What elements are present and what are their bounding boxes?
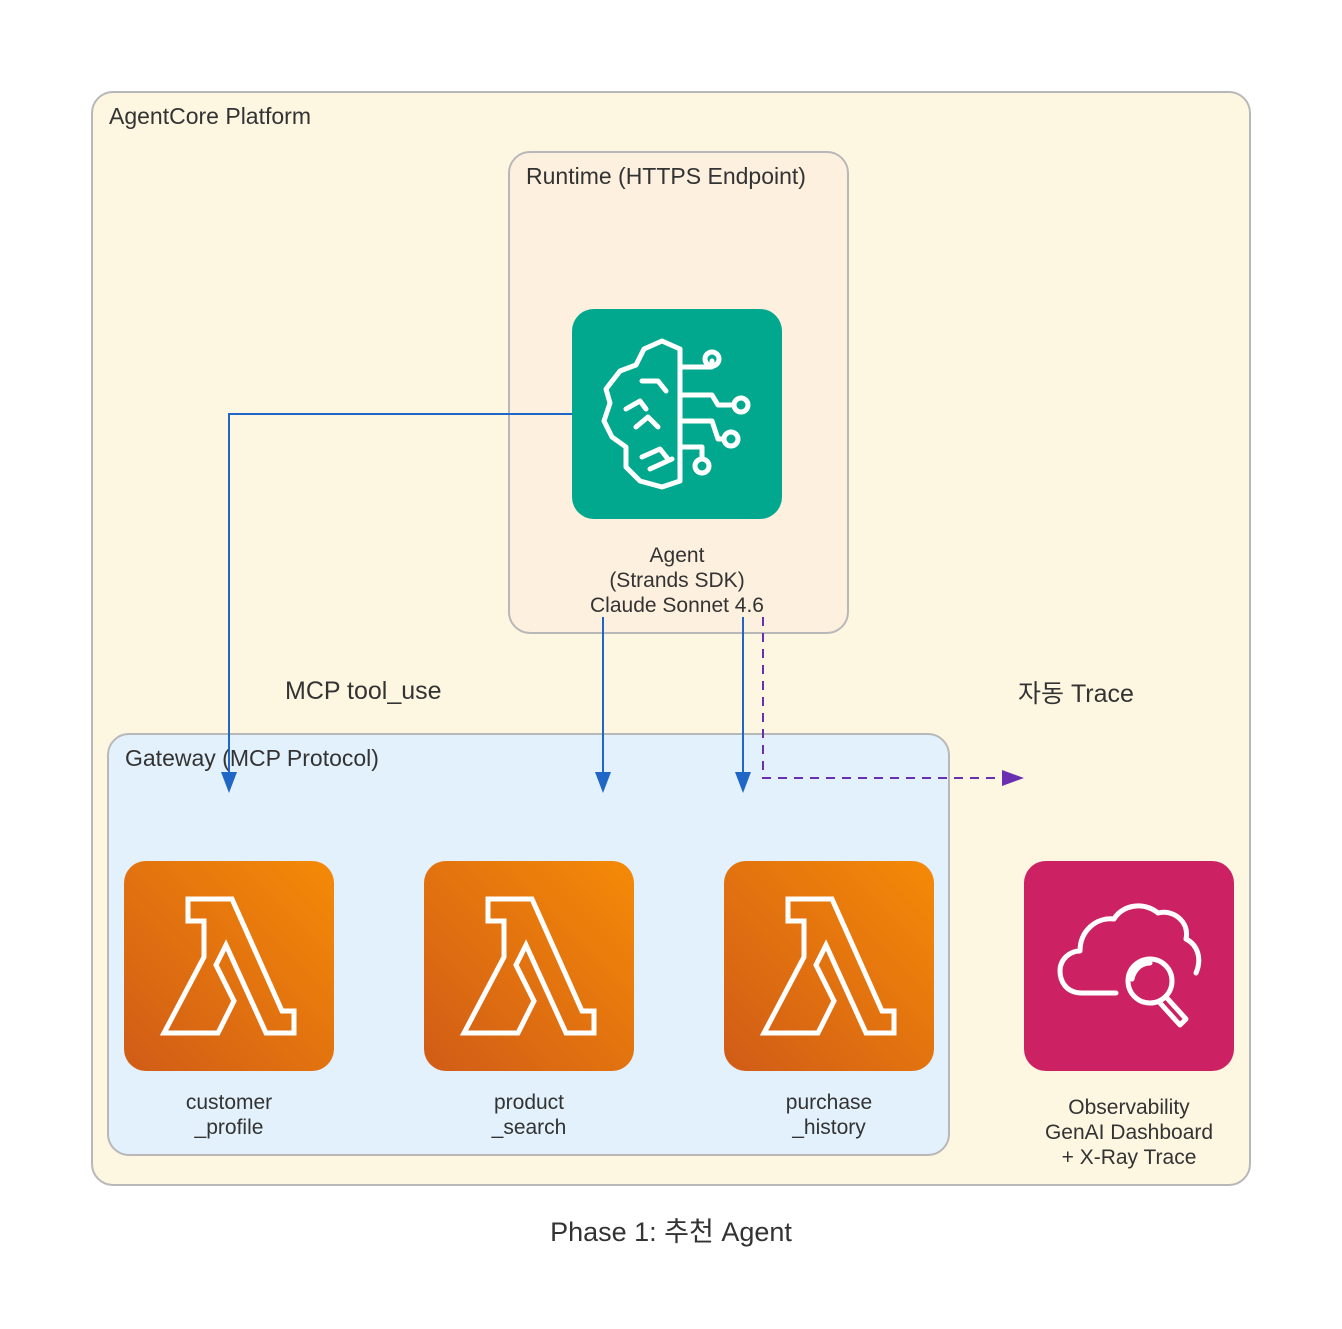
cloud-search-icon	[1057, 903, 1202, 1028]
diagram-title: Phase 1: 추천 Agent	[550, 1217, 792, 1247]
observability-node	[1024, 861, 1234, 1071]
brain-circuit-icon	[601, 338, 751, 490]
lambda-icon	[159, 896, 297, 1036]
customer-profile-label: customer _profile	[185, 1091, 273, 1139]
agent-node	[572, 309, 782, 519]
observability-label: Observability GenAI Dashboard + X-Ray Tr…	[1044, 1096, 1214, 1169]
platform-label: AgentCore Platform	[109, 103, 311, 129]
product-search-label: product _search	[491, 1091, 567, 1139]
lambda-icon	[459, 896, 597, 1036]
auto-trace-label: 자동 Trace	[1018, 680, 1134, 708]
product-search-node	[424, 861, 634, 1071]
runtime-label: Runtime (HTTPS Endpoint)	[526, 163, 806, 189]
lambda-icon	[759, 896, 897, 1036]
mcp-tool-use-label: MCP tool_use	[285, 677, 442, 705]
agent-node-label: Agent (Strands SDK) Claude Sonnet 4.6	[590, 544, 764, 617]
purchase-history-label: purchase _history	[785, 1091, 873, 1139]
customer-profile-node	[124, 861, 334, 1071]
purchase-history-node	[724, 861, 934, 1071]
gateway-label: Gateway (MCP Protocol)	[125, 745, 379, 771]
